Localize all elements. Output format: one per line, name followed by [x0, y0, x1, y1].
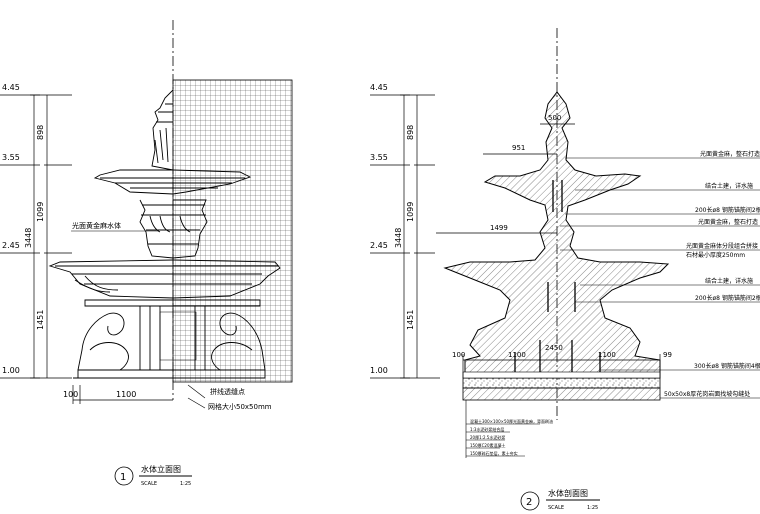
scale-value: 1:25	[180, 481, 191, 487]
dimension-lines-bottom-left	[72, 385, 173, 404]
title-number: 1	[120, 472, 126, 483]
scale-label: SCALE	[141, 481, 157, 487]
note-label: 结合土建，详水施	[705, 277, 753, 285]
rebars	[514, 180, 601, 378]
layer-note: 20厚1:2.5水泥砂浆	[470, 434, 505, 440]
layer-note: 150厚C20素混凝土	[470, 442, 506, 448]
dimension-label: 1451	[36, 310, 45, 330]
dimension-label: 2450	[545, 344, 563, 352]
leader-line	[187, 384, 206, 399]
dimension-label: 1100	[508, 351, 526, 359]
foundation-layer	[462, 387, 661, 401]
dimension-label: 100	[63, 390, 78, 399]
dimension-total: 3448	[394, 228, 403, 248]
layer-note: 混凝土300×100×50厚光面黄金麻，背面刷油	[470, 418, 553, 424]
elevation-view: 4.45 3.55 2.45 1.00 898 1099 1451 3448 1…	[0, 20, 293, 487]
dimension-lines-horizontal	[436, 123, 661, 378]
note-label: 200长ø8 钢筋锚筋间2根	[695, 294, 760, 302]
level-label: 4.45	[370, 83, 388, 92]
note-label: 结合土建，详水施	[705, 182, 753, 190]
dimension-label: 1499	[490, 224, 508, 232]
note-label: 50x50x8厚花岗岩面找坡勾缝处	[664, 390, 750, 398]
level-label: 1.00	[2, 366, 20, 375]
grid-panel	[172, 79, 293, 383]
dimension-label: 1099	[406, 202, 415, 222]
dimension-label: 500	[548, 114, 561, 122]
note-label: 光面黄金麻体分段组合拼接	[686, 242, 758, 250]
foundation-layer	[462, 377, 661, 389]
note-leaders	[560, 157, 760, 399]
level-label: 1.00	[370, 366, 388, 375]
material-label: 光面黄金麻水体	[72, 221, 121, 230]
title-number-circle	[114, 466, 134, 486]
fountain-elevation	[48, 89, 281, 379]
fountain-section	[443, 91, 670, 379]
joint-label: 拼线透缝点	[210, 387, 245, 396]
title-number-circle	[520, 491, 540, 511]
note-label: 光面黄金麻，整石打造	[698, 218, 758, 226]
note-label: 石材最小厚度250mm	[686, 251, 745, 259]
dimension-label: 898	[36, 125, 45, 140]
paving-layer	[462, 371, 661, 379]
note-label: 光面黄金麻，整石打造	[700, 150, 760, 158]
level-label: 3.55	[370, 153, 388, 162]
grid-size-label: 网格大小50x50mm	[208, 402, 272, 411]
layer-note: 150厚碎石垫层，素土夯实	[470, 450, 518, 456]
dimension-label: 898	[406, 125, 415, 140]
level-label: 3.55	[2, 153, 20, 162]
dimension-label: 951	[512, 144, 525, 152]
level-label: 2.45	[2, 241, 20, 250]
note-label: 300长ø8 钢筋锚筋间4根	[694, 362, 760, 370]
dimension-total: 3448	[24, 228, 33, 248]
dimension-label: 100	[452, 351, 465, 359]
dimension-label: 1451	[406, 310, 415, 330]
section-view: 4.45 3.55 2.45 1.00 898 1099 1451 3448 5…	[370, 28, 760, 511]
level-label: 2.45	[370, 241, 388, 250]
drawing-title: 水体剖面图	[548, 488, 588, 498]
level-label: 4.45	[2, 83, 20, 92]
dimension-label: 1100	[598, 351, 616, 359]
leader-line	[187, 397, 206, 409]
layer-notes	[466, 423, 540, 457]
scale-label: SCALE	[548, 505, 564, 511]
title-number: 2	[526, 497, 532, 508]
level-markers-right	[370, 94, 440, 379]
drawing-title: 水体立面图	[141, 464, 181, 474]
dimension-label: 1099	[36, 202, 45, 222]
layer-note: 1:3水泥砂浆结合层	[470, 426, 504, 432]
scale-value: 1:25	[587, 505, 598, 511]
dimension-label: 1100	[116, 390, 136, 399]
note-label: 200长ø8 钢筋锚筋间2根	[695, 206, 760, 214]
dimension-label: 99	[663, 351, 672, 359]
dimension-lines-left	[30, 94, 72, 379]
